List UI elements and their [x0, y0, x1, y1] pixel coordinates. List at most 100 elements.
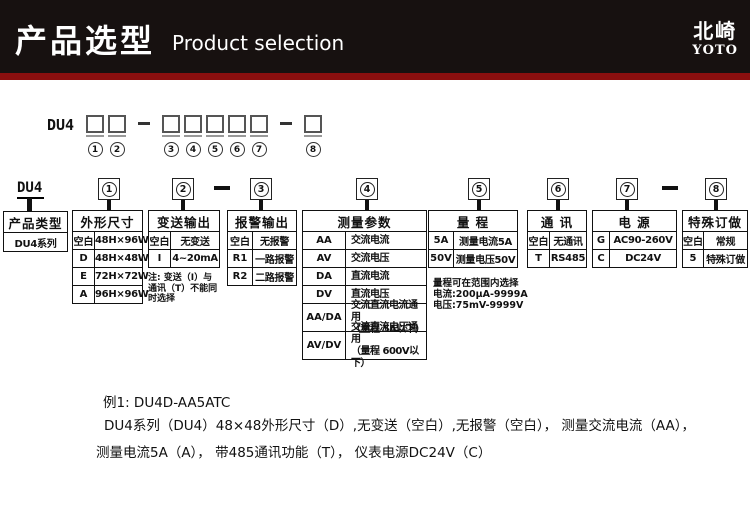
table-product-type: 产品类型 DU4系列 — [3, 211, 68, 252]
table-row: 空白 无变送 — [148, 231, 220, 250]
connector-line — [714, 200, 718, 211]
cell-value: 48H×48W — [95, 253, 149, 264]
position-badge-2: 2 — [172, 178, 194, 200]
brand-logo: 北崎 YOTO — [692, 19, 738, 58]
cell-code: G — [593, 232, 610, 249]
brand-name-en: YOTO — [692, 43, 738, 58]
code-slot-3: 3 — [162, 115, 180, 157]
cell-value: 无报警 — [259, 237, 290, 248]
code-box-icon — [250, 115, 268, 133]
page-title-en: Product selection — [172, 31, 345, 55]
cell-code: 空白 — [228, 232, 253, 249]
cell-value: AC90-260V — [613, 235, 673, 246]
underline — [108, 135, 126, 137]
position-badge-6: 6 — [547, 178, 569, 200]
series-root-label: DU4 — [17, 180, 45, 199]
table-dimensions: 外形尺寸 空白 48H×96W D 48H×48W E 72H×72W A 96… — [72, 210, 149, 304]
connector-line — [365, 200, 369, 211]
brand-name-cn: 北崎 — [693, 19, 738, 43]
table-header: 产品类型 — [3, 211, 68, 233]
cell-value: 无通讯 — [553, 237, 583, 248]
connector-line — [259, 200, 263, 211]
position-badge-7: 7 — [616, 178, 638, 200]
code-box-icon — [162, 115, 180, 133]
table-row: T RS485 — [527, 249, 587, 268]
page-title-cn: 产品选型 — [15, 22, 156, 60]
cell-code: DV — [303, 286, 346, 303]
table-row: DA 直流电流 — [302, 267, 427, 286]
table-header: 报警输出 — [227, 210, 297, 232]
cell-value: 交流直流电流通用 （量程 5A以下） — [351, 299, 425, 335]
cell-code: A — [73, 286, 95, 303]
cell-code: 5 — [683, 250, 704, 267]
cell-code: 空白 — [683, 232, 704, 249]
position-badge-8: 8 — [705, 178, 727, 200]
table-row: 空白 常规 — [682, 231, 748, 250]
cell-value: 一路报警 — [255, 255, 294, 266]
underline — [304, 135, 322, 137]
cell-code: DA — [303, 268, 346, 285]
table-row: 空白 无报警 — [227, 231, 297, 250]
cell-value: DU4系列 — [14, 238, 57, 250]
position-badge-4: 4 — [356, 178, 378, 200]
code-box-icon — [108, 115, 126, 133]
table-row: G AC90-260V — [592, 231, 677, 250]
code-slot-1: 1 — [86, 115, 104, 157]
table-header: 量 程 — [428, 210, 518, 232]
cell-code: 50V — [429, 250, 454, 267]
circled-number: 3 — [163, 142, 179, 157]
code-box-icon — [206, 115, 224, 133]
underline — [184, 135, 202, 137]
code-slot-7: 7 — [250, 115, 268, 157]
ordering-code-row: 1 2 3 4 5 6 7 — [86, 115, 326, 157]
code-slot-4: 4 — [184, 115, 202, 157]
table-row: R2 二路报警 — [227, 267, 297, 286]
cell-value: 常规 — [715, 237, 736, 248]
connector-line — [181, 200, 185, 211]
table-header: 特殊订做 — [682, 210, 748, 232]
code-slot-5: 5 — [206, 115, 224, 157]
cell-value: 交流电流 — [351, 234, 390, 246]
table-row: 空白 无通讯 — [527, 231, 587, 250]
code-slot-2: 2 — [108, 115, 126, 157]
position-badge-1: 1 — [98, 178, 120, 200]
dash-separator — [214, 186, 230, 190]
underline — [228, 135, 246, 137]
connector-line — [27, 198, 32, 211]
connector-line — [625, 200, 629, 211]
table-row: I 4~20mA — [148, 249, 220, 268]
cell-code: I — [149, 250, 171, 267]
cell-code: R2 — [228, 268, 253, 285]
cell-value: 交流直流电压通用 （量程 600V以下） — [351, 321, 419, 369]
cell-code: 空白 — [73, 232, 95, 249]
circled-number: 5 — [207, 142, 223, 157]
dash-separator — [138, 122, 150, 125]
page-header: 产品选型 Product selection 北崎 YOTO — [0, 0, 750, 73]
table-row: E 72H×72W — [72, 267, 149, 286]
table-transmit-output: 变送输出 空白 无变送 I 4~20mA — [148, 210, 220, 268]
cell-value: 48H×96W — [95, 235, 149, 246]
example-line-1: DU4系列（DU4）48×48外形尺寸（D）,无变送（空白）,无报警（空白）， … — [104, 418, 696, 434]
table-power-supply: 电 源 G AC90-260V C DC24V — [592, 210, 677, 268]
dash-separator — [280, 122, 292, 125]
cell-value: DC24V — [625, 253, 661, 264]
table-range: 量 程 5A 测量电流5A 50V 测量电压50V — [428, 210, 518, 268]
underline — [86, 135, 104, 137]
table-communication: 通 讯 空白 无通讯 T RS485 — [527, 210, 587, 268]
cell-code: AV — [303, 250, 346, 267]
example-label: 例1: DU4D-AA5ATC — [103, 395, 231, 411]
example-line-2: 测量电流5A（A）， 带485通讯功能（T）， 仪表电源DC24V（C） — [96, 445, 492, 461]
table-measurement-parameters: 测量参数 AA 交流电流 AV 交流电压 DA 直流电流 DV 直流电压 AA/… — [302, 210, 427, 369]
cell-code: 空白 — [149, 232, 171, 249]
code-box-icon — [184, 115, 202, 133]
cell-code: R1 — [228, 250, 253, 267]
code-slot-8: 8 — [304, 115, 322, 157]
cell-code: E — [73, 268, 95, 285]
dash-separator — [662, 186, 678, 190]
table-header: 测量参数 — [302, 210, 427, 232]
underline — [162, 135, 180, 137]
table-row: R1 一路报警 — [227, 249, 297, 268]
cell-value: 二路报警 — [255, 273, 294, 284]
cell-code: D — [73, 250, 95, 267]
